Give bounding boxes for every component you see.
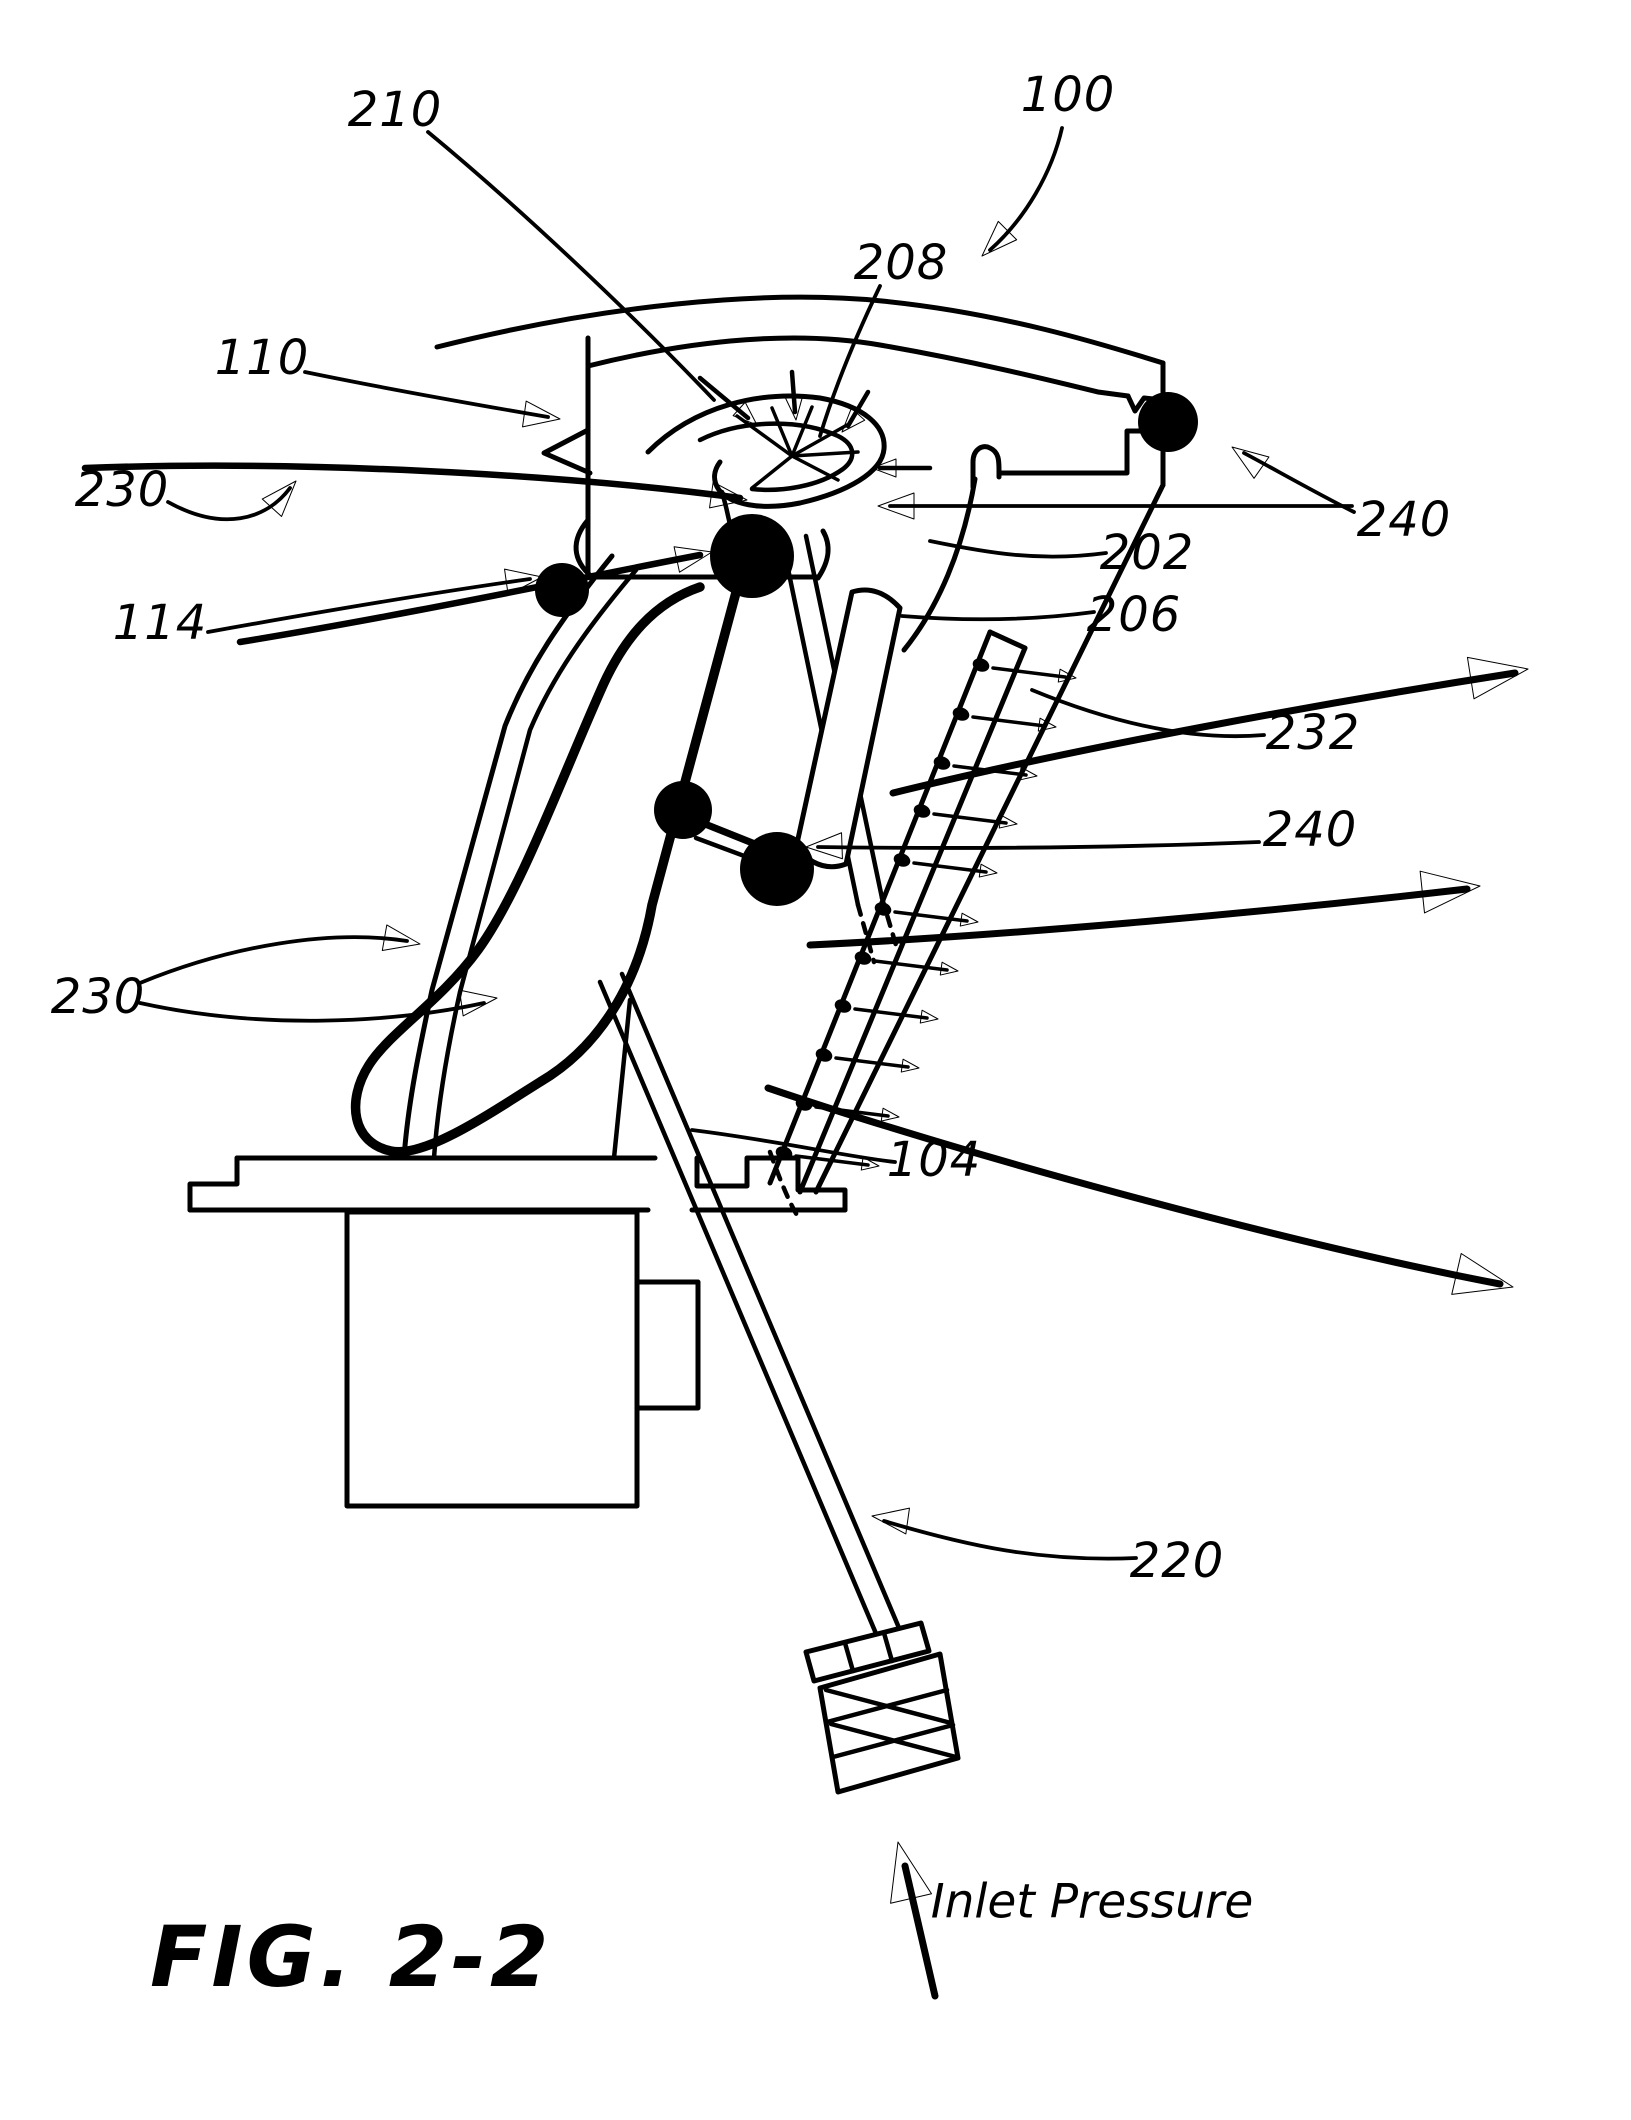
cooling-liner <box>350 580 743 1157</box>
exit-flow-2 <box>806 885 1471 949</box>
leader-202 <box>928 539 1108 559</box>
figure-caption: FIG. 2-2 <box>150 1908 553 2006</box>
leader-110 <box>303 370 550 419</box>
leading-edge-outer <box>645 393 887 509</box>
trailing-boundary <box>813 482 1166 1195</box>
leader-100 <box>988 126 1064 252</box>
arrowhead <box>459 984 500 1017</box>
impingement-hole <box>912 802 1018 830</box>
ref-label-210: 210 <box>347 82 443 138</box>
ref-label-232: 232 <box>1265 705 1361 761</box>
ref-label-208: 208 <box>853 235 949 291</box>
ref-label-110: 110 <box>214 330 310 386</box>
impingement-hole <box>853 949 959 977</box>
ref-label-206: 206 <box>1086 587 1182 643</box>
exit-flow-3 <box>764 1084 1504 1288</box>
arrowhead <box>869 1502 910 1535</box>
dashed-circles <box>535 392 1198 1223</box>
inlet-pressure-arrow <box>877 1836 939 2000</box>
leader-240a-circle <box>1242 451 1356 514</box>
ref-label-220: 220 <box>1129 1533 1225 1589</box>
leader-lines <box>138 126 1356 1561</box>
inlet-streamline-lower <box>236 551 704 646</box>
inlet-fitting <box>803 1620 961 1795</box>
leader-104 <box>690 1128 897 1164</box>
ref-label-230-upper: 230 <box>74 462 170 518</box>
ref-label-240-upper: 240 <box>1356 492 1452 548</box>
detail-circle-band <box>535 563 589 617</box>
leader-210 <box>426 130 716 402</box>
arrowhead <box>1224 435 1270 479</box>
ref-label-202: 202 <box>1099 525 1195 581</box>
leader-114 <box>206 577 532 634</box>
leader-206 <box>900 610 1096 622</box>
ref-label-100: 100 <box>1020 67 1116 123</box>
leader-220 <box>882 1519 1138 1561</box>
inlet-pressure-label: Inlet Pressure <box>930 1874 1254 1930</box>
leader-208 <box>818 284 882 438</box>
leader-232 <box>1030 688 1266 739</box>
supply-tube <box>597 971 905 1646</box>
inner-flange <box>541 427 593 476</box>
leading-edge-inner <box>697 421 855 493</box>
ref-label-114: 114 <box>112 595 208 651</box>
leader-230b-2 <box>138 1001 486 1023</box>
outer-band <box>434 294 1166 581</box>
detail-circle-joint-a <box>654 781 712 839</box>
exit-flow-1 <box>889 669 1519 797</box>
impingement-hole <box>814 1046 920 1074</box>
ref-label-240-lower: 240 <box>1262 802 1358 858</box>
inlet-streamline-upper <box>81 462 744 502</box>
impingement-strip <box>767 629 1077 1195</box>
detail-circle-joint-b <box>740 832 814 906</box>
detail-circle-shroud <box>1138 392 1198 452</box>
flow-arrows <box>81 369 1532 1308</box>
leader-230a <box>166 486 292 522</box>
leader-240b <box>816 840 1261 850</box>
detail-circle-nose <box>710 514 794 598</box>
ref-label-230-lower: 230 <box>50 969 146 1025</box>
ref-label-104: 104 <box>886 1132 982 1188</box>
showerhead-arrows <box>697 369 933 490</box>
leader-230b-1 <box>138 935 409 985</box>
platform <box>187 1155 848 1213</box>
impingement-hole <box>833 997 939 1025</box>
root-block <box>344 1209 701 1509</box>
impingement-hole <box>971 656 1077 684</box>
